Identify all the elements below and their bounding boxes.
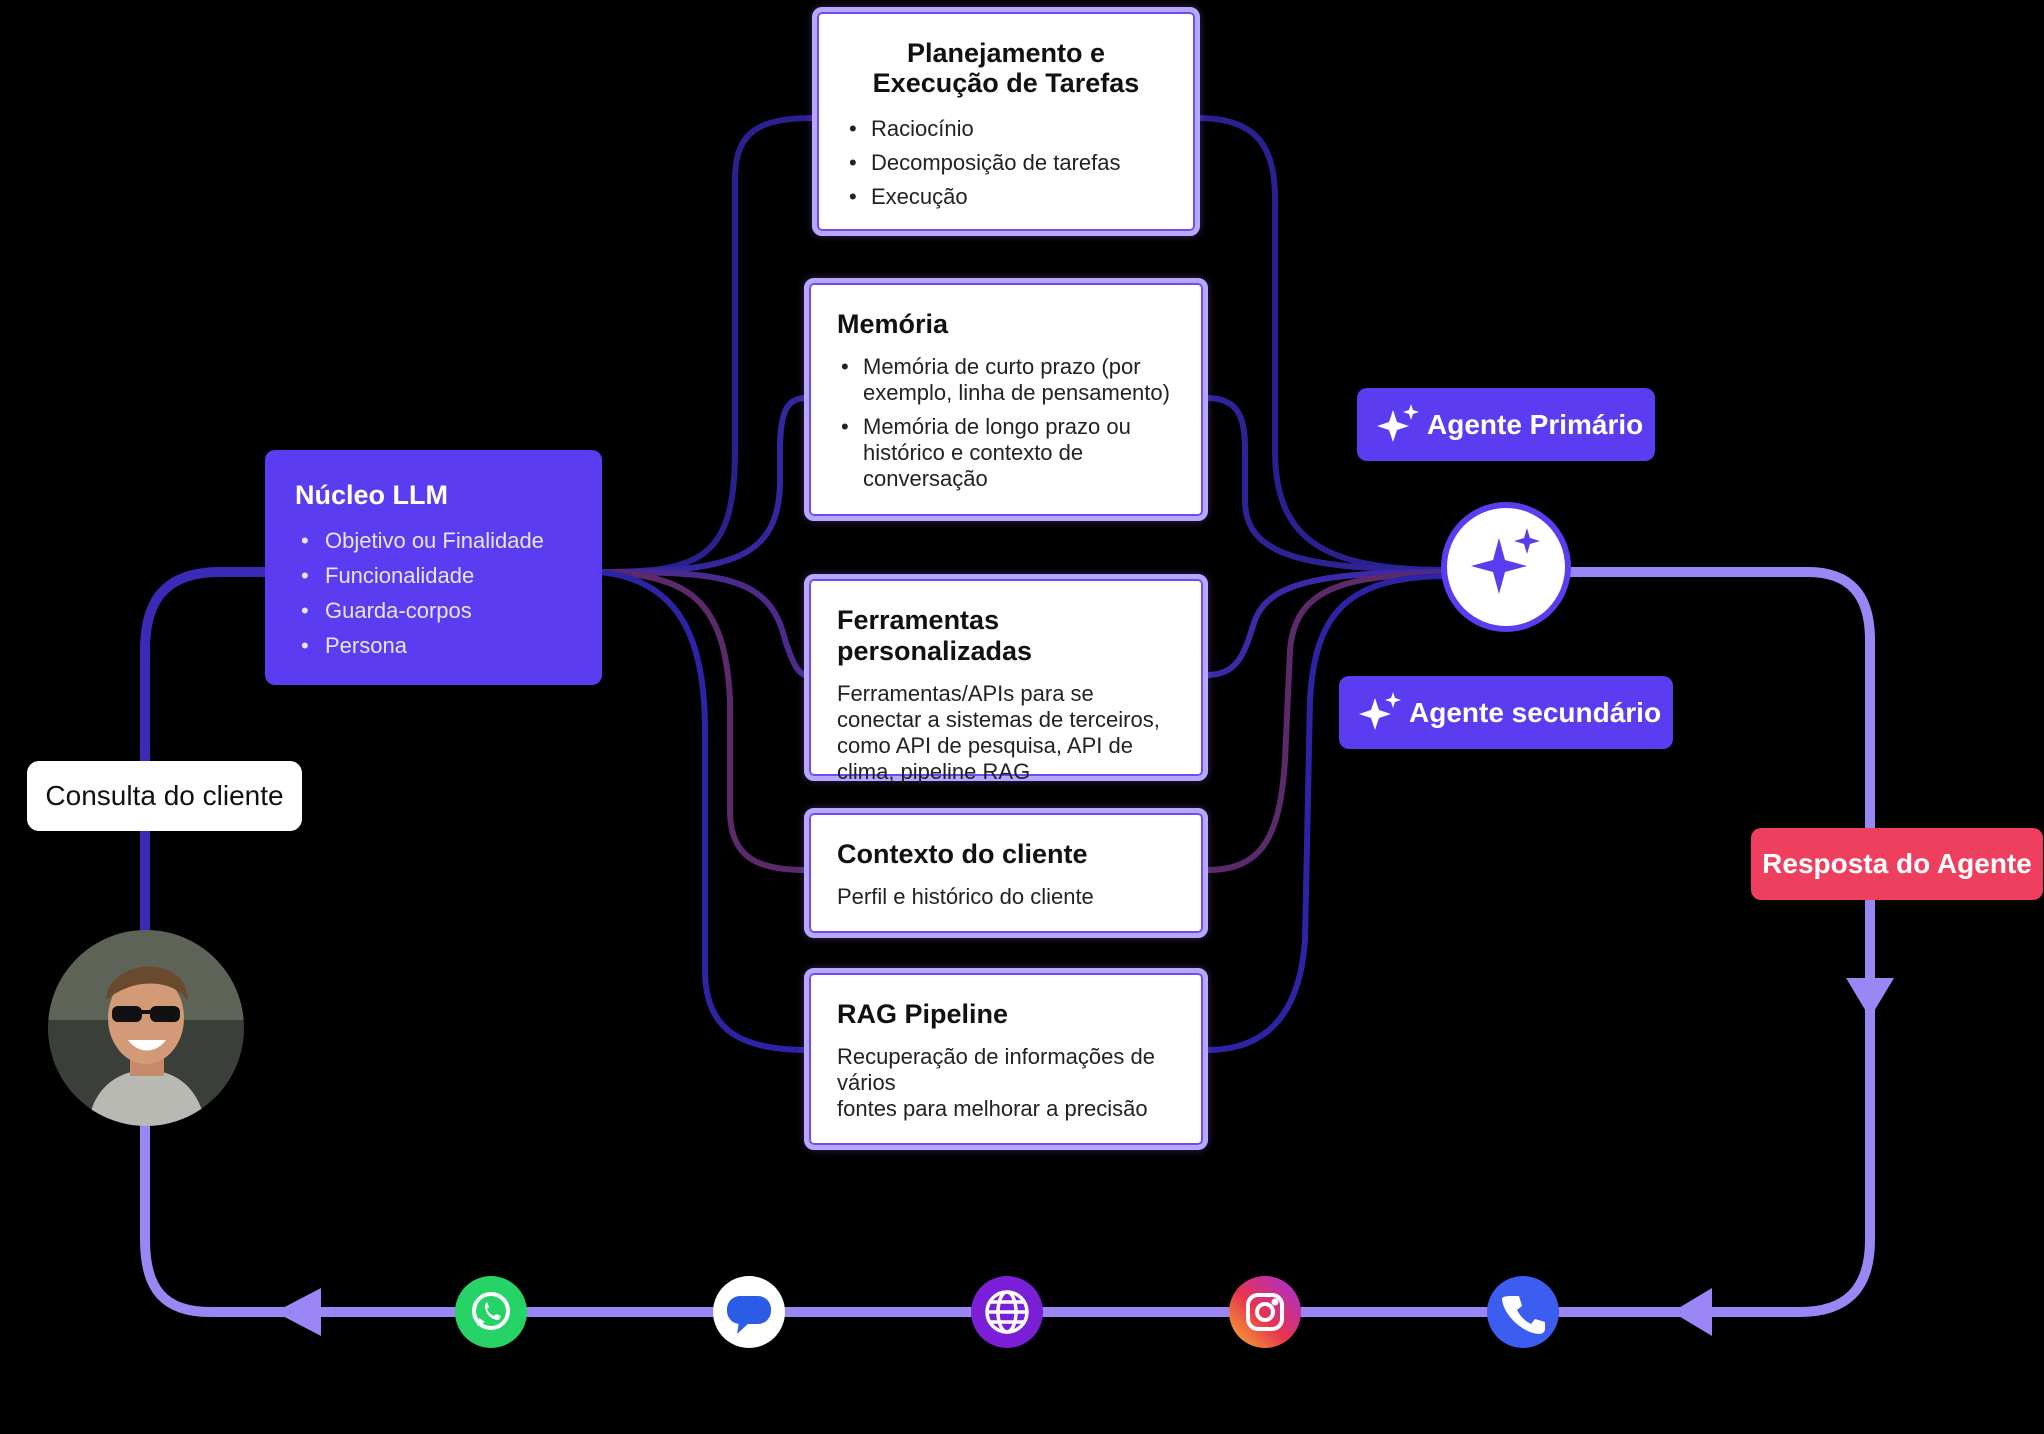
sparkle-icon — [1359, 692, 1401, 730]
client-context-title: Contexto do cliente — [837, 839, 1088, 869]
agent-hub — [1447, 508, 1565, 626]
chat-message-icon[interactable] — [713, 1276, 785, 1348]
sparkle-icon — [1471, 528, 1540, 594]
secondary-agent-label: Agente secundário — [1339, 676, 1673, 749]
rag-pipeline-text: Recuperação de informações de vários — [837, 1044, 1155, 1095]
memory-list: Memória de curto prazo (por exemplo, lin… — [837, 354, 1175, 492]
llm-core-item: Persona — [295, 628, 572, 663]
custom-tools-title: Ferramentas personalizadas — [837, 605, 1033, 666]
rag-pipeline-text: fontes para melhorar a precisão — [837, 1096, 1148, 1121]
planning-box: Planejamento e Execução de Tarefas Racio… — [812, 7, 1200, 236]
planning-item: Raciocínio — [845, 112, 1167, 146]
primary-agent-text: Agente Primário — [1427, 408, 1644, 440]
memory-item: Memória de longo prazo ou histórico e co… — [837, 414, 1175, 492]
customer-avatar — [48, 930, 244, 1126]
memory-title: Memória — [837, 309, 949, 339]
llm-core-list: Objetivo ou Finalidade Funcionalidade Gu… — [295, 523, 572, 663]
llm-core-item: Funcionalidade — [295, 558, 572, 593]
agent-response-label: Resposta do Agente — [1751, 828, 2043, 900]
client-context-box: Contexto do cliente Perfil e histórico d… — [804, 808, 1208, 938]
secondary-agent-text: Agente secundário — [1409, 696, 1662, 728]
left-arrow-icon — [275, 1288, 321, 1336]
llm-core-item: Guarda-corpos — [295, 593, 572, 628]
whatsapp-icon[interactable] — [455, 1276, 527, 1348]
planning-title: Planejamento e Execução de Tarefas — [872, 38, 1140, 98]
custom-tools-box: Ferramentas personalizadas Ferramentas/A… — [804, 574, 1208, 784]
memory-box: Memória Memória de curto prazo (por exem… — [804, 278, 1208, 521]
client-query-label: Consulta do cliente — [27, 761, 302, 831]
planning-item: Decomposição de tarefas — [845, 146, 1167, 180]
instagram-icon[interactable] — [1229, 1276, 1301, 1348]
rag-pipeline-title: RAG Pipeline — [837, 999, 1009, 1029]
left-arrow-icon — [1672, 1288, 1712, 1336]
sparkle-icon — [1377, 404, 1419, 442]
custom-tools-text: Ferramentas/APIs para se conectar a sist… — [837, 681, 1160, 784]
llm-core-item: Objetivo ou Finalidade — [295, 523, 572, 558]
primary-agent-label: Agente Primário — [1357, 388, 1655, 461]
down-arrow-icon — [1846, 978, 1894, 1018]
memory-item: Memória de curto prazo (por exemplo, lin… — [837, 354, 1175, 406]
rag-pipeline-box: RAG Pipeline Recuperação de informações … — [804, 968, 1208, 1150]
phone-icon[interactable] — [1487, 1276, 1559, 1348]
planning-item: Execução — [845, 180, 1167, 214]
client-context-text: Perfil e histórico do cliente — [837, 884, 1094, 909]
llm-core-box: Núcleo LLM Objetivo ou Finalidade Funcio… — [265, 450, 602, 685]
planning-list: Raciocínio Decomposição de tarefas Execu… — [845, 112, 1167, 214]
llm-core-title: Núcleo LLM — [295, 480, 448, 510]
web-globe-icon[interactable] — [971, 1276, 1043, 1348]
